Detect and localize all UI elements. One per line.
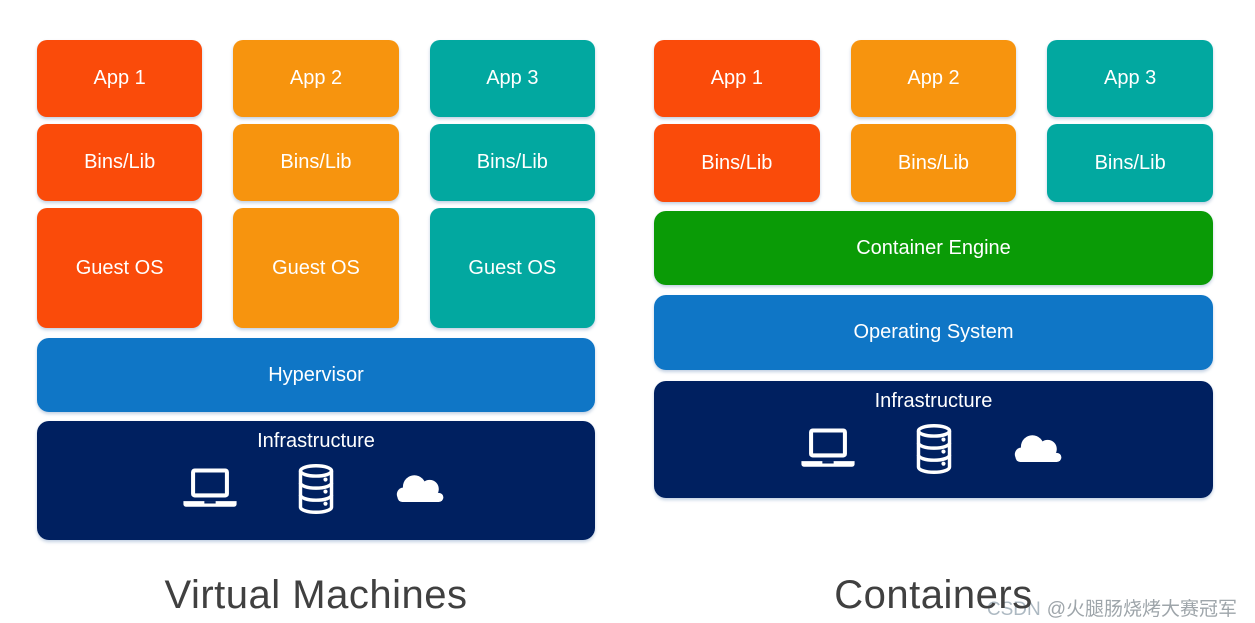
container-bins-box: Bins/Lib (850, 124, 1017, 202)
container-bins-box: Bins/Lib (1047, 124, 1213, 202)
watermark: CSDN@火腿肠烧烤大赛冠军 (987, 594, 1237, 621)
vm-guestos-box: Guest OS (233, 208, 399, 328)
laptop-icon (800, 428, 855, 467)
container-bins-box: Bins/Lib (654, 124, 820, 202)
vm-app-box: App 1 (37, 40, 203, 117)
containers-infrastructure-bar: Infrastructure (654, 381, 1213, 498)
vm-app-box: App 3 (429, 40, 595, 117)
container-engine-label: Container Engine (856, 236, 1011, 259)
vm-columns: App 1 App 2 App 3 Bins/Lib Bins/Lib Bins… (37, 40, 595, 328)
infrastructure-label: Infrastructure (257, 430, 375, 452)
infrastructure-label: Infrastructure (874, 390, 993, 412)
vm-title: Virtual Machines (164, 573, 468, 617)
container-app-box: App 3 (1047, 40, 1213, 117)
vm-infrastructure-bar: Infrastructure (37, 421, 595, 540)
vm-guestos-box: Guest OS (429, 208, 595, 328)
vm-app-box: App 2 (233, 40, 399, 117)
containers-stack: App 1 App 2 App 3 Bins/Lib Bins/Lib Bins… (654, 0, 1213, 623)
vm-guestos-box: Guest OS (37, 208, 203, 328)
cloud-icon (1014, 435, 1061, 462)
operating-system-label: Operating System (853, 321, 1014, 343)
container-app-box: App 2 (850, 40, 1017, 117)
containers-title: Containers (834, 573, 1033, 617)
vm-bins-box: Bins/Lib (429, 124, 595, 201)
infrastructure-icons (37, 464, 595, 514)
hypervisor-bar: Hypervisor (37, 338, 595, 412)
infrastructure-icons (654, 424, 1213, 474)
laptop-icon (183, 468, 237, 507)
csdn-brand-watermark: CSDN (986, 599, 1041, 620)
database-icon (916, 424, 951, 474)
vm-stack: App 1 App 2 App 3 Bins/Lib Bins/Lib Bins… (37, 0, 595, 623)
database-icon (298, 464, 334, 514)
cloud-icon (396, 475, 444, 502)
vm-bins-box: Bins/Lib (233, 124, 399, 201)
operating-system-bar: Operating System (654, 295, 1213, 370)
watermark-handle: @火腿肠烧烤大赛冠军 (1046, 599, 1237, 620)
hypervisor-label: Hypervisor (268, 363, 364, 386)
container-app-box: App 1 (654, 40, 820, 117)
vm-bins-box: Bins/Lib (37, 124, 203, 201)
container-engine-bar: Container Engine (654, 211, 1213, 285)
containers-columns: App 1 App 2 App 3 Bins/Lib Bins/Lib Bins… (654, 40, 1213, 202)
